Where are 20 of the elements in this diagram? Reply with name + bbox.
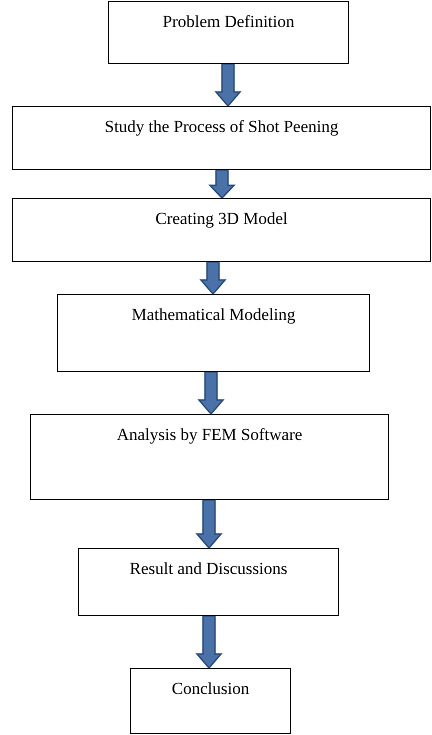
process-box — [57, 294, 370, 372]
process-box — [30, 414, 389, 500]
box-label: Result and Discussions — [128, 558, 288, 579]
block-arrow — [199, 261, 227, 296]
block-arrow — [197, 371, 225, 416]
process-box — [78, 548, 339, 616]
block-arrow — [208, 169, 236, 200]
box-label: Study the Process of Shot Peening — [104, 116, 340, 137]
process-box — [130, 668, 291, 734]
box-label: Mathematical Modeling — [130, 304, 296, 325]
process-box — [12, 198, 431, 262]
process-box — [12, 106, 431, 170]
box-label: Creating 3D Model — [154, 208, 289, 229]
box-label: Conclusion — [170, 678, 250, 699]
box-label: Analysis by FEM Software — [116, 424, 304, 445]
block-arrow — [195, 615, 223, 670]
block-arrow — [195, 499, 223, 550]
box-label: Problem Definition — [162, 11, 296, 32]
process-box — [108, 1, 349, 64]
block-arrow — [214, 63, 242, 108]
